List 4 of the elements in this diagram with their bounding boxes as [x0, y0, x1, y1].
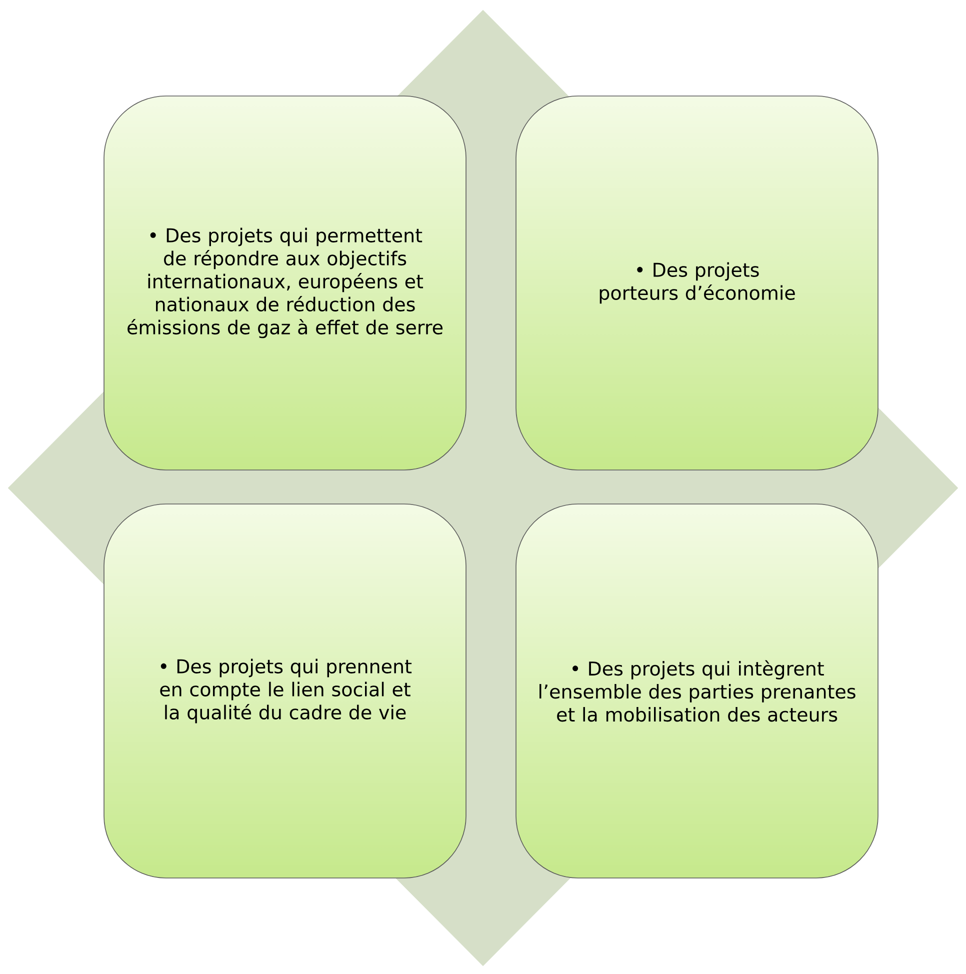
rounded-box: • Des projets qui intègrent l’ensemble des parties prenantes et la mobilisation des acteurs	[516, 504, 878, 878]
rounded-box: • Des projets qui prennent en compte le lien social et la qualité du cadre de vie	[104, 504, 466, 878]
rounded-box: • Des projets porteurs d’économie	[516, 96, 878, 470]
rounded-box: • Des projets qui permettent de répondre aux objectifs internationaux, européens et nationaux de réduction des émissions de gaz à effet de serre	[104, 96, 466, 470]
